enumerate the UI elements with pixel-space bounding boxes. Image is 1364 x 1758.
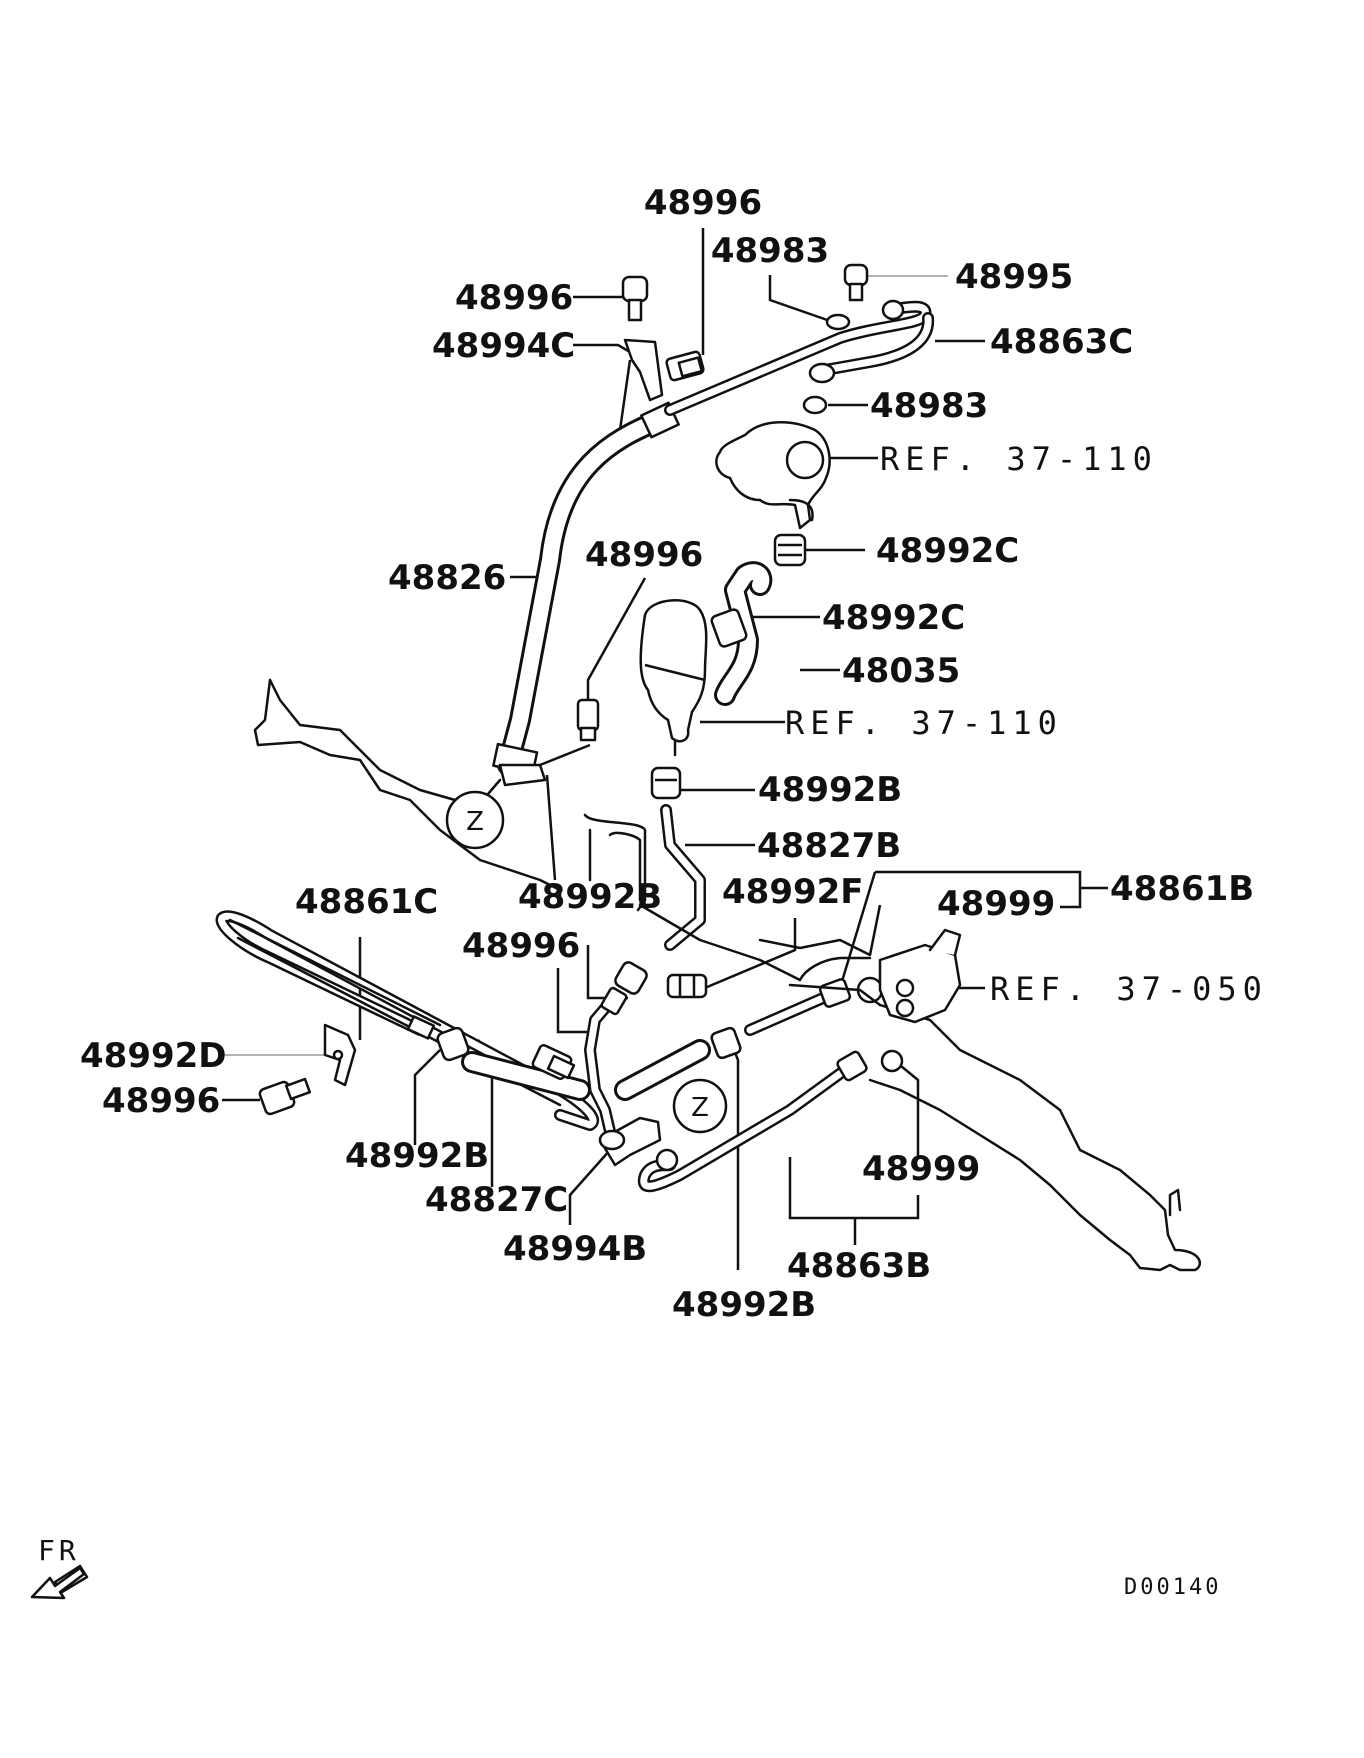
hose-right-of-center <box>614 1026 742 1101</box>
label-48994C: 48994C <box>432 326 575 366</box>
ref-pump: REF. 37-110 <box>880 440 1158 478</box>
clamp-48992C-b <box>710 608 748 648</box>
label-48861B: 48861B <box>1110 869 1254 909</box>
pipe-48861B <box>744 978 852 1036</box>
front-direction-arrow <box>30 1564 89 1600</box>
label-48863B: 48863B <box>787 1246 931 1286</box>
label-48992D: 48992D <box>80 1036 227 1076</box>
label-48035: 48035 <box>842 651 960 691</box>
bolt-48995 <box>843 263 869 302</box>
part-labels: 48996 48983 48995 48996 48994C 48863C 48… <box>38 183 1268 1600</box>
bolt-48996-bottom-left <box>258 1077 312 1116</box>
label-48826: 48826 <box>388 558 506 598</box>
pipe-48863B <box>637 1050 868 1193</box>
suction-hose-48035 <box>714 561 773 706</box>
z-marker-upper: Z <box>445 790 505 850</box>
label-48996-left: 48996 <box>455 278 573 318</box>
label-48996-bottom-left: 48996 <box>102 1081 220 1121</box>
bolt-48996-left <box>621 275 649 322</box>
z-marker-lower-label: Z <box>691 1093 709 1123</box>
label-48992B-b: 48992B <box>518 877 662 917</box>
front-direction-label: FR <box>38 1534 80 1567</box>
clamp-48992D <box>323 1023 357 1087</box>
leader-lines <box>222 228 1108 1270</box>
reservoir <box>639 599 708 757</box>
ref-reservoir: REF. 37-110 <box>785 704 1063 742</box>
label-48992C-a: 48992C <box>876 531 1019 571</box>
washer-48983-top <box>825 313 851 331</box>
label-48992B-d: 48992B <box>672 1285 816 1325</box>
label-48996-low: 48996 <box>462 926 580 966</box>
bracket-48994B <box>598 1116 662 1167</box>
clamp-48992B-a <box>650 766 682 800</box>
z-marker-lower: Z <box>672 1078 728 1134</box>
pipe-48863C <box>664 299 935 416</box>
clamp-48992B-c <box>436 1026 470 1062</box>
steering-gear <box>758 928 1201 1272</box>
label-48861C: 48861C <box>295 882 438 922</box>
diagram-code: D00140 <box>1124 1575 1221 1600</box>
label-48983-top: 48983 <box>711 231 829 271</box>
label-48827C: 48827C <box>425 1180 568 1220</box>
clamp-48992C-a <box>773 533 807 567</box>
label-48996-mid: 48996 <box>585 535 703 575</box>
bracket-48994C <box>618 338 664 431</box>
washer-48999-b <box>880 1049 904 1073</box>
label-48992B-a: 48992B <box>758 770 902 810</box>
label-48983-mid: 48983 <box>870 386 988 426</box>
z-marker-upper-label: Z <box>466 807 484 837</box>
label-48999-a: 48999 <box>937 884 1055 924</box>
return-hose-48827B <box>660 804 706 951</box>
label-48827B: 48827B <box>757 826 901 866</box>
label-48992B-c: 48992B <box>345 1136 489 1176</box>
fitting-48996-low <box>531 1044 576 1080</box>
hose-48827C <box>461 1051 591 1101</box>
fitting-48996-top <box>665 350 705 382</box>
label-48995: 48995 <box>955 257 1073 297</box>
power-steering-pump <box>715 420 831 530</box>
washer-48983-mid <box>802 395 828 415</box>
label-48996-top: 48996 <box>644 183 762 223</box>
parts-drawing: Z <box>30 263 1201 1600</box>
label-48992F: 48992F <box>722 872 864 912</box>
clamp-48992F <box>666 973 708 999</box>
label-48992C-b: 48992C <box>822 598 965 638</box>
hose-center <box>584 961 648 1146</box>
fitting-48996-mid <box>576 698 600 742</box>
label-48863C: 48863C <box>990 322 1133 362</box>
ref-gear: REF. 37-050 <box>990 970 1268 1008</box>
bracket-48992B-b <box>498 743 591 787</box>
label-48999-b: 48999 <box>862 1149 980 1189</box>
label-48994B: 48994B <box>503 1229 647 1269</box>
